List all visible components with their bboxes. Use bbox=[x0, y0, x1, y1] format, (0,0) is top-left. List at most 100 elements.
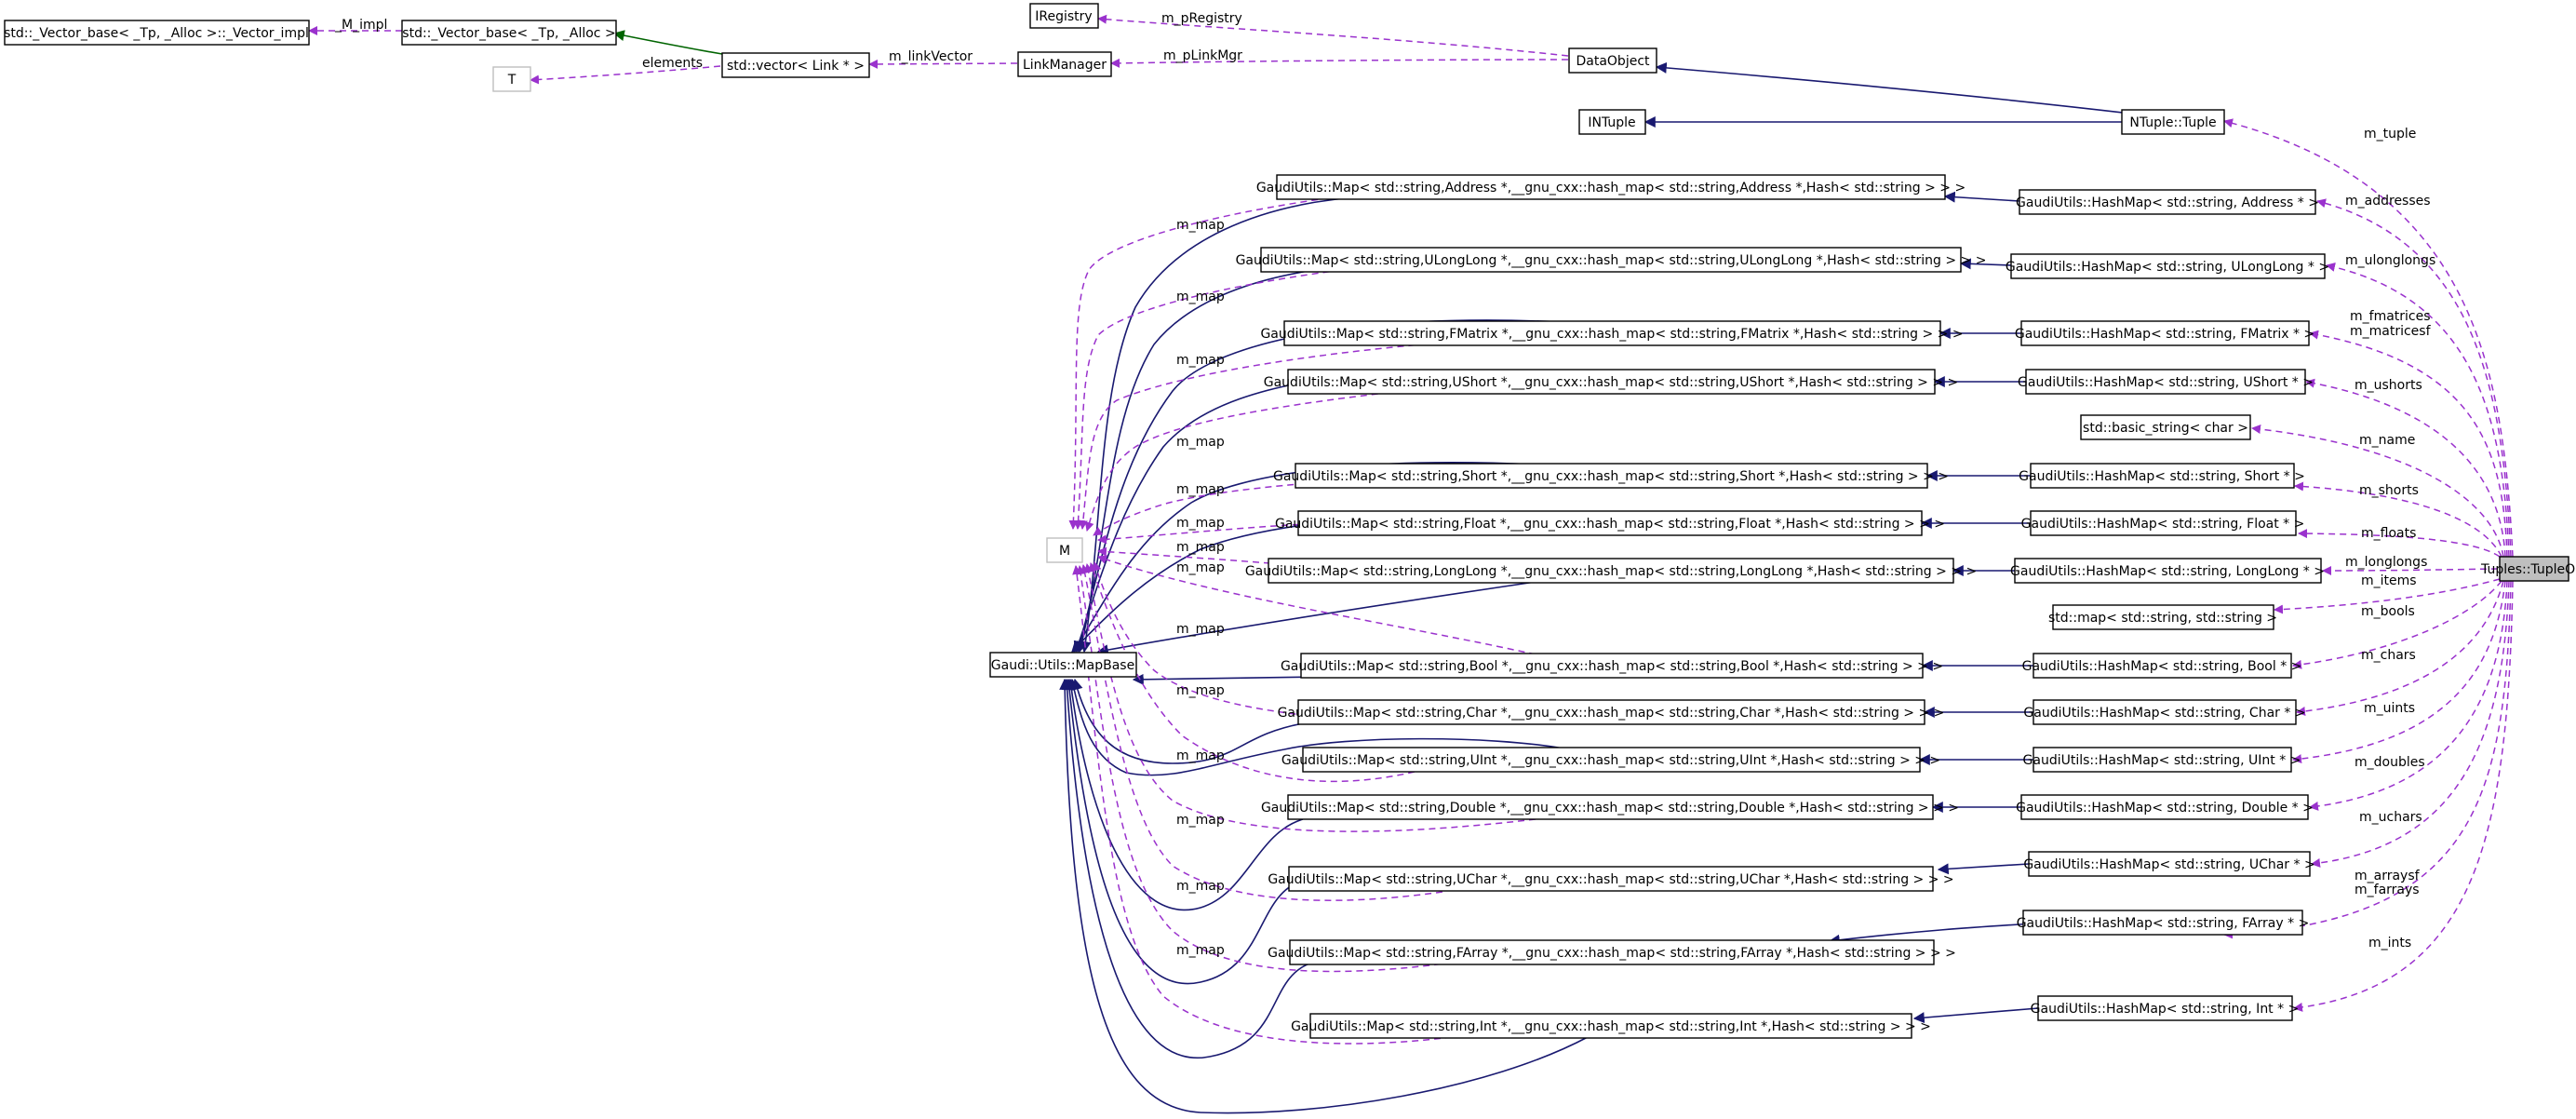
node-ntuple-tuple[interactable]: NTuple::Tuple bbox=[2121, 109, 2225, 135]
node-std-map-box bbox=[2052, 604, 2274, 630]
node-hm-farray-box bbox=[2022, 910, 2303, 936]
label-m-map-9: m_map bbox=[1176, 622, 1225, 637]
node-hm-farray[interactable]: GaudiUtils::HashMap< std::string, FArray… bbox=[2017, 910, 2310, 936]
node-data-object-box bbox=[1568, 47, 1657, 74]
label-m-map-13: m_map bbox=[1176, 879, 1225, 894]
node-map-fmatrix-label: GaudiUtils::Map< std::string,FMatrix *,_… bbox=[1260, 327, 1963, 342]
node-tupleobj[interactable]: Tuples::TupleObj bbox=[2480, 556, 2576, 582]
label-m-map-2: m_map bbox=[1176, 290, 1225, 304]
edge-base-farray bbox=[1061, 678, 1313, 1059]
node-map-uint[interactable]: GaudiUtils::Map< std::string,UInt *,__gn… bbox=[1281, 747, 1940, 773]
node-std-map[interactable]: std::map< std::string, std::string > bbox=[2048, 604, 2277, 630]
node-map-int[interactable]: GaudiUtils::Map< std::string,Int *,__gnu… bbox=[1291, 1013, 1931, 1039]
node-hm-uint[interactable]: GaudiUtils::HashMap< std::string, UInt *… bbox=[2023, 747, 2301, 773]
node-m[interactable]: M bbox=[1046, 537, 1083, 563]
node-hm-short-box bbox=[2030, 463, 2295, 489]
edge-mmap-int bbox=[1072, 565, 1453, 1045]
label-m-pregistry: m_pRegistry bbox=[1161, 11, 1242, 26]
node-map-ulonglong[interactable]: GaudiUtils::Map< std::string,ULongLong *… bbox=[1236, 247, 1987, 273]
node-hm-short[interactable]: GaudiUtils::HashMap< std::string, Short … bbox=[2019, 463, 2305, 489]
node-hm-fmatrix-label: GaudiUtils::HashMap< std::string, FMatri… bbox=[2015, 327, 2314, 342]
node-hm-farray-label: GaudiUtils::HashMap< std::string, FArray… bbox=[2017, 916, 2310, 931]
label-m-floats: m_floats bbox=[2361, 526, 2416, 541]
node-hm-int[interactable]: GaudiUtils::HashMap< std::string, Int * … bbox=[2031, 995, 2300, 1021]
node-hm-ulonglong-label: GaudiUtils::HashMap< std::string, ULongL… bbox=[2006, 260, 2329, 275]
node-map-char[interactable]: GaudiUtils::Map< std::string,Char *,__gn… bbox=[1278, 699, 1945, 725]
node-map-double-box bbox=[1287, 794, 1934, 820]
node-map-fmatrix[interactable]: GaudiUtils::Map< std::string,FMatrix *,_… bbox=[1260, 320, 1964, 346]
node-basic-string-label: std::basic_string< char > bbox=[2083, 421, 2248, 436]
node-map-ushort[interactable]: GaudiUtils::Map< std::string,UShort *,__… bbox=[1264, 369, 1959, 395]
node-basic-string-box bbox=[2080, 414, 2251, 440]
edge-inherit-uchar bbox=[1937, 863, 2030, 875]
node-map-address[interactable]: GaudiUtils::Map< std::string,Address *,_… bbox=[1256, 174, 1966, 200]
node-hm-ushort[interactable]: GaudiUtils::HashMap< std::string, UShort… bbox=[2018, 369, 2314, 395]
node-hm-fmatrix[interactable]: GaudiUtils::HashMap< std::string, FMatri… bbox=[2015, 320, 2314, 346]
node-hm-uchar[interactable]: GaudiUtils::HashMap< std::string, UChar … bbox=[2023, 851, 2315, 877]
node-hm-address[interactable]: GaudiUtils::HashMap< std::string, Addres… bbox=[2016, 189, 2319, 215]
label-m-ints: m_ints bbox=[2368, 936, 2411, 950]
node-map-longlong[interactable]: GaudiUtils::Map< std::string,LongLong *,… bbox=[1245, 558, 1977, 584]
label-m-map-11: m_map bbox=[1176, 748, 1225, 763]
node-t[interactable]: T bbox=[492, 66, 531, 92]
label-m-ulonglongs: m_ulonglongs bbox=[2345, 253, 2435, 268]
edge-base-int bbox=[1059, 678, 1589, 1114]
node-hm-bool[interactable]: GaudiUtils::HashMap< std::string, Bool *… bbox=[2022, 653, 2302, 679]
node-hm-bool-label: GaudiUtils::HashMap< std::string, Bool *… bbox=[2022, 659, 2302, 674]
node-map-ushort-box bbox=[1287, 369, 1936, 395]
node-data-object[interactable]: DataObject bbox=[1568, 47, 1657, 74]
edge-inherit-address bbox=[1943, 191, 2020, 203]
label-m-map-12: m_map bbox=[1176, 813, 1225, 828]
node-hm-fmatrix-box bbox=[2020, 320, 2310, 346]
node-map-double[interactable]: GaudiUtils::Map< std::string,Double *,__… bbox=[1261, 794, 1959, 820]
node-intuple[interactable]: INTuple bbox=[1578, 109, 1646, 135]
edge-mmap-ushort bbox=[1084, 381, 1490, 532]
node-map-short-label: GaudiUtils::Map< std::string,Short *,__g… bbox=[1273, 469, 1949, 484]
node-hm-char[interactable]: GaudiUtils::HashMap< std::string, Char *… bbox=[2023, 699, 2306, 725]
node-map-bool-label: GaudiUtils::Map< std::string,Bool *,__gn… bbox=[1281, 659, 1943, 674]
edge-m-ushorts bbox=[2305, 378, 2506, 558]
node-map-bool[interactable]: GaudiUtils::Map< std::string,Bool *,__gn… bbox=[1281, 653, 1943, 679]
label-m-addresses: m_addresses bbox=[2345, 194, 2431, 209]
node-map-float-box bbox=[1297, 510, 1923, 536]
node-map-short[interactable]: GaudiUtils::Map< std::string,Short *,__g… bbox=[1273, 463, 1949, 489]
node-map-farray-label: GaudiUtils::Map< std::string,FArray *,__… bbox=[1268, 946, 1956, 961]
node-link-manager[interactable]: LinkManager bbox=[1017, 51, 1112, 77]
edge-mmap-char bbox=[1092, 561, 1397, 724]
node-hm-float[interactable]: GaudiUtils::HashMap< std::string, Float … bbox=[2021, 510, 2305, 536]
edge-m-addresses bbox=[2316, 198, 2512, 558]
edge-m-name bbox=[2251, 425, 2504, 558]
node-map-int-box bbox=[1309, 1013, 1912, 1039]
node-hm-double[interactable]: GaudiUtils::HashMap< std::string, Double… bbox=[2016, 794, 2314, 820]
edge-m-bools bbox=[2292, 580, 2502, 669]
edge-base-uint bbox=[1068, 678, 1564, 776]
node-vector-impl[interactable]: std::_Vector_base< _Tp, _Alloc >::_Vecto… bbox=[4, 20, 310, 46]
node-basic-string[interactable]: std::basic_string< char > bbox=[2080, 414, 2251, 440]
node-map-short-box bbox=[1295, 463, 1928, 489]
edge-mmap-float bbox=[1097, 522, 1322, 545]
label-m-map-10: m_map bbox=[1176, 683, 1225, 698]
node-map-ulonglong-label: GaudiUtils::Map< std::string,ULongLong *… bbox=[1236, 253, 1987, 268]
node-hm-longlong-box bbox=[2014, 558, 2322, 584]
node-hm-ulonglong[interactable]: GaudiUtils::HashMap< std::string, ULongL… bbox=[2006, 253, 2329, 279]
node-vector-impl-box bbox=[4, 20, 310, 46]
edge-mmap-fmatrix bbox=[1078, 332, 1583, 530]
label-elements: elements bbox=[642, 56, 703, 71]
node-vector-link-box bbox=[721, 52, 870, 78]
node-map-float[interactable]: GaudiUtils::Map< std::string,Float *,__g… bbox=[1275, 510, 1945, 536]
node-hm-longlong[interactable]: GaudiUtils::HashMap< std::string, LongLo… bbox=[2010, 558, 2325, 584]
node-hm-ushort-box bbox=[2025, 369, 2306, 395]
edge-m-chars bbox=[2296, 580, 2504, 716]
node-mapbase[interactable]: Gaudi::Utils::MapBase bbox=[989, 652, 1137, 678]
node-map-farray[interactable]: GaudiUtils::Map< std::string,FArray *,__… bbox=[1268, 939, 1956, 965]
node-vector-base[interactable]: std::_Vector_base< _Tp, _Alloc > bbox=[401, 20, 617, 46]
node-link-manager-box bbox=[1017, 51, 1112, 77]
node-t-box bbox=[492, 66, 531, 92]
edge-m-floats bbox=[2298, 529, 2501, 558]
node-map-double-label: GaudiUtils::Map< std::string,Double *,__… bbox=[1261, 801, 1959, 816]
node-map-uchar[interactable]: GaudiUtils::Map< std::string,UChar *,__g… bbox=[1268, 866, 1954, 892]
edge-template-vector-base bbox=[612, 30, 723, 55]
node-iregistry[interactable]: IRegistry bbox=[1029, 3, 1099, 29]
node-vector-link[interactable]: std::vector< Link * > bbox=[721, 52, 870, 78]
